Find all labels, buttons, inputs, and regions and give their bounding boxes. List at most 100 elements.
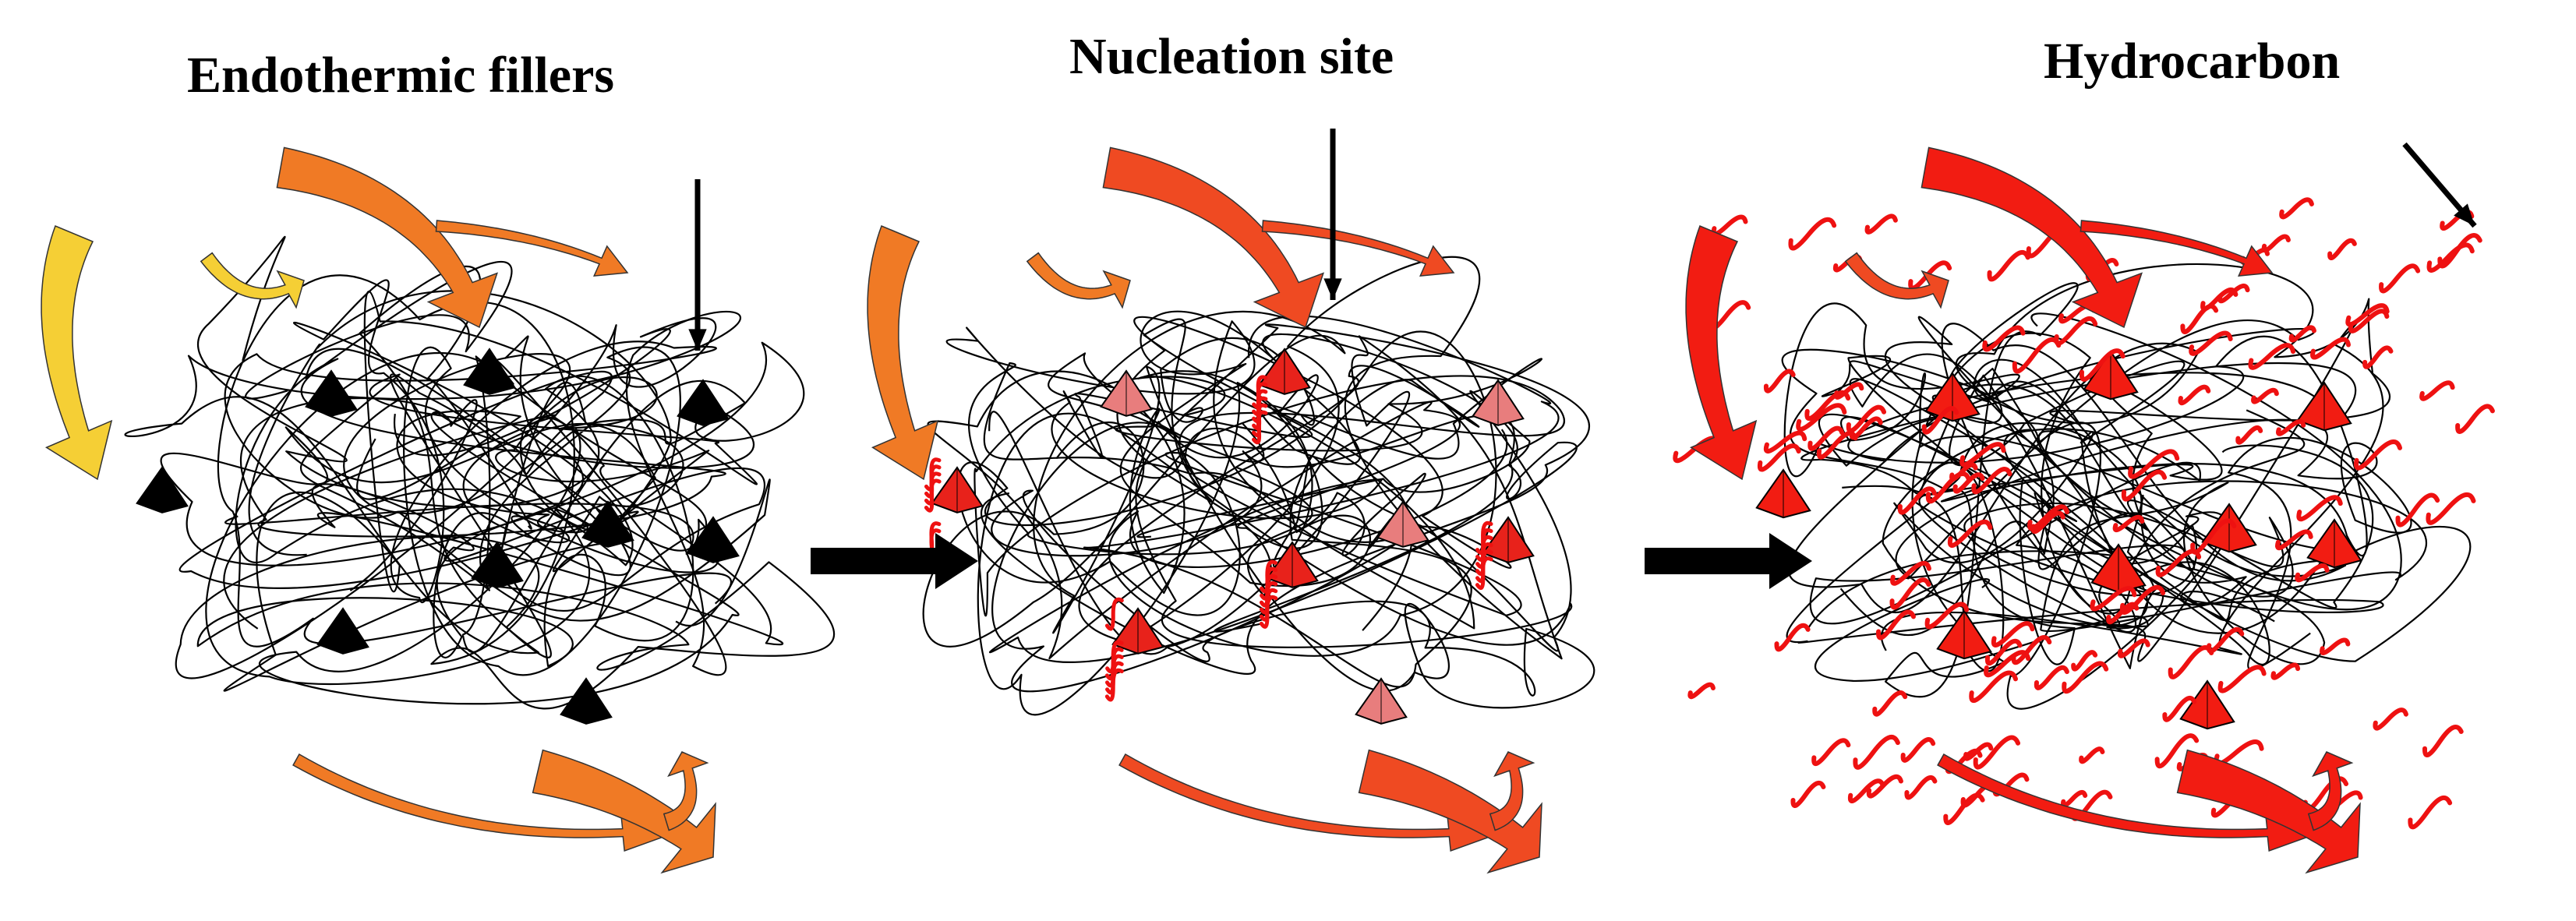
hydrocarbon-fragment [2117, 638, 2150, 658]
filler-particle [1472, 379, 1525, 426]
polymer-chain [922, 310, 1595, 709]
hydrocarbon-fragment [1833, 382, 1864, 400]
polymer-chain [977, 316, 1590, 716]
curved-arrow-icon [1489, 751, 1535, 831]
arrow-head [2454, 203, 2475, 226]
polymer-chain [1840, 282, 2472, 698]
curved-arrow-icon [41, 225, 113, 481]
hydrocarbon-fragment [2251, 387, 2279, 404]
hydrocarbon-fragment [2320, 637, 2351, 655]
polymer-chain [968, 352, 1572, 693]
hydrocarbon-fragment [2217, 283, 2250, 304]
process-arrows [688, 129, 2477, 589]
hydrocarbon-fragment [2180, 304, 2219, 334]
polymer-chain [124, 265, 741, 686]
arrow-head [1323, 278, 1342, 300]
hydrocarbon-fragment [1889, 577, 1931, 610]
hydrocarbon-fragment [1687, 682, 1716, 700]
curved-arrow-icon [200, 252, 305, 309]
hydrocarbon-fragment [1475, 556, 1493, 590]
hydrocarbon-fragment [1900, 737, 1936, 763]
hydrocarbon-fragment [2296, 495, 2343, 522]
hydrocarbon-fragment [1849, 416, 1883, 440]
hydrocarbon-fragment [1872, 690, 1908, 717]
hydrocarbon-fragment [2207, 626, 2245, 654]
hydrocarbon-fragment [2168, 645, 2214, 679]
curved-arrow-icon [2080, 220, 2274, 277]
hydrocarbon-fragment [2071, 650, 2098, 672]
hydrocarbon-fragment [1921, 406, 1959, 435]
hydrocarbon-fragment [2112, 514, 2145, 533]
filler-particle [560, 677, 613, 725]
hydrocarbon-fragment [1925, 471, 1971, 504]
hydrocarbon-fragment [1963, 742, 1994, 761]
hydrocarbon-fragment [1959, 442, 2006, 468]
panel-title-hydrocarbon: Hydrocarbon [2044, 33, 2341, 90]
hydrocarbon-fragment [1866, 774, 1903, 799]
hydrocarbon-fragment [1982, 325, 2026, 352]
hydrocarbon-fragment [2395, 492, 2440, 528]
hydrocarbon-fragment [1853, 735, 1900, 770]
filler-particle [316, 607, 369, 655]
hydrocarbon-fragment [2310, 337, 2352, 360]
arrow-right-icon [1645, 533, 1812, 589]
hydrocarbon-fragment [2426, 492, 2476, 525]
curved-arrow-icon [1026, 252, 1131, 309]
arrow-right-icon [811, 533, 978, 589]
hydrocarbon-fragment [2362, 345, 2394, 369]
panel-title-endothermic-fillers: Endothermic fillers [187, 47, 615, 104]
curved-arrow-icon [532, 749, 716, 874]
hydrocarbon-fragment [2288, 325, 2316, 343]
hydrocarbon-fragment [2154, 733, 2200, 769]
hydrocarbon-fragment [2295, 563, 2330, 583]
panel-initial [41, 146, 836, 874]
hydrocarbon-fragment [2128, 449, 2180, 479]
curved-arrow-icon [1358, 749, 1542, 874]
filler-particle [305, 369, 358, 417]
hydrocarbon-fragment [2455, 404, 2495, 434]
filler-particle [2306, 518, 2362, 569]
hydrocarbon-fragment [1252, 410, 1268, 445]
polymer-chain [175, 317, 784, 679]
hydrocarbon-fragment [1984, 650, 2031, 678]
curved-arrow-icon [276, 146, 499, 329]
filler-particle [136, 466, 189, 513]
curved-arrow-icon [663, 751, 709, 831]
hydrocarbon-fragment [2270, 662, 2301, 680]
curved-arrow-icon [1102, 146, 1325, 329]
filler-particle [1100, 369, 1153, 417]
hydrocarbon-fragment [2419, 380, 2455, 401]
hydrocarbon-fragment [1904, 775, 1938, 800]
filler-particle [2179, 679, 2235, 730]
filler-particle [1924, 372, 1981, 422]
hydrocarbon-fragment [1947, 519, 1993, 548]
polymer-chain [1806, 323, 2427, 665]
hydrocarbon-fragment [2030, 510, 2065, 535]
hydrocarbon-fragment [924, 478, 942, 513]
curved-arrow-icon [867, 225, 939, 481]
filler-particle [1936, 609, 1992, 660]
hydrocarbon-fragment [2235, 425, 2263, 445]
filler-particle [471, 541, 524, 588]
polymer-chain [1781, 348, 2294, 710]
hydrocarbon-fragment [1924, 602, 1970, 630]
curved-arrow-icon [1685, 225, 1758, 481]
hydrocarbon-fragment [2373, 708, 2408, 731]
hydrocarbon-fragment [2027, 504, 2069, 531]
hydrocarbon-fragment [2034, 665, 2069, 690]
hydrocarbon-fragment [2189, 330, 2233, 356]
hydrocarbon-fragment [2248, 343, 2296, 370]
hydrocarbon-fragment [1984, 638, 2023, 666]
hydrocarbon-fragment [1952, 472, 1985, 494]
hydrocarbon-fragment [2178, 384, 2211, 406]
filler-particle [687, 516, 740, 563]
filler-particle [1755, 468, 1811, 519]
filler-particle [1111, 607, 1164, 655]
curved-arrow-icon [2176, 749, 2361, 874]
hydrocarbon-fragment [1104, 668, 1124, 702]
hydrocarbon-fragment [1811, 738, 1851, 766]
filler-particle [1376, 500, 1429, 548]
hydrocarbon-fragment [1711, 214, 1748, 237]
hydrocarbon-fragment [2379, 263, 2421, 294]
